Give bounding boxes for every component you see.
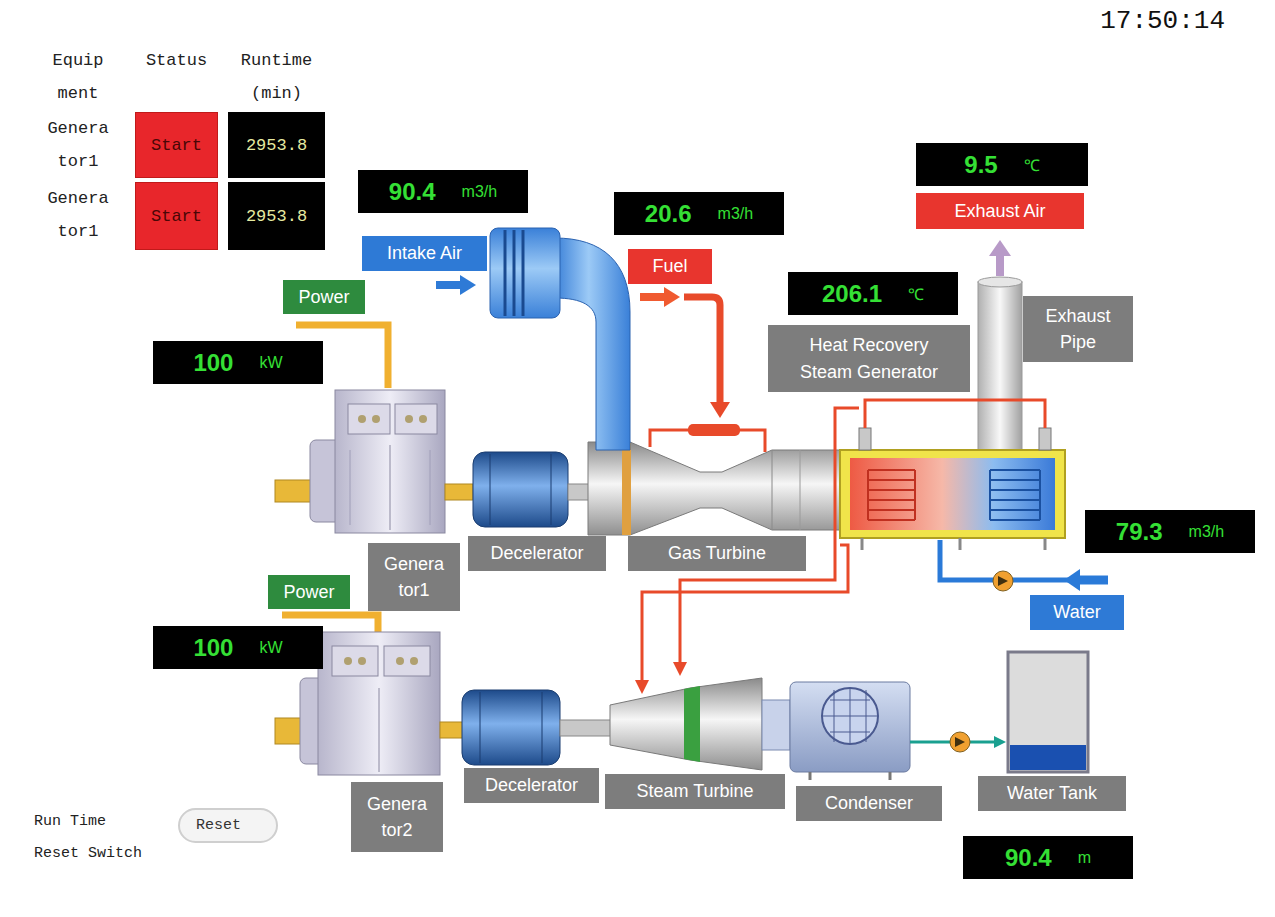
water-pipe bbox=[940, 540, 1108, 591]
tag-label: Fuel bbox=[628, 249, 712, 284]
reading-unit: m bbox=[1078, 849, 1091, 867]
label-text: Water bbox=[1053, 602, 1100, 623]
equipment-label: Condenser bbox=[796, 786, 942, 821]
label-text: Reset bbox=[196, 817, 241, 834]
label-text: Start bbox=[151, 207, 202, 226]
value-display: 90.4 m bbox=[963, 836, 1133, 879]
value-display: 100 kW bbox=[153, 626, 323, 669]
label-text: Genera tor2 bbox=[361, 791, 433, 843]
label-text: Start bbox=[151, 136, 202, 155]
equipment-label: Gas Turbine bbox=[628, 536, 806, 571]
label-text: Steam Turbine bbox=[636, 778, 753, 804]
equipment-label: Steam Turbine bbox=[605, 774, 785, 809]
generator-symbol bbox=[275, 390, 473, 533]
equipment-label: Genera tor2 bbox=[351, 782, 443, 852]
tag-label: Power bbox=[283, 280, 365, 314]
status-button: Start bbox=[135, 112, 218, 178]
value-display: 100 kW bbox=[153, 341, 323, 384]
label-text: Intake Air bbox=[387, 243, 462, 264]
label-text: Fuel bbox=[652, 256, 687, 277]
label-text: 2953.8 bbox=[246, 207, 307, 226]
reading-value: 9.5 bbox=[964, 151, 997, 179]
runtime-display: 2953.8 bbox=[228, 182, 325, 250]
label-text: Genera tor1 bbox=[378, 551, 450, 603]
condensate-pipe bbox=[910, 732, 1006, 752]
decelerator-symbol bbox=[462, 690, 612, 765]
arrow-head bbox=[635, 680, 649, 694]
table-row-label: Genera tor1 bbox=[42, 182, 114, 248]
equipment-label: Water Tank bbox=[978, 776, 1126, 811]
reading-unit: ℃ bbox=[908, 283, 924, 305]
status-button: Start bbox=[135, 182, 218, 250]
label-text: Heat Recovery Steam Generator bbox=[794, 332, 944, 384]
table-header: Status bbox=[135, 44, 218, 77]
table-header: Runtime (min) bbox=[228, 44, 325, 110]
reading-value: 206.1 bbox=[822, 280, 882, 308]
clock-time: 17:50:14 bbox=[1085, 6, 1225, 36]
label-text: Gas Turbine bbox=[668, 540, 766, 566]
reading-value: 20.6 bbox=[645, 200, 692, 228]
tag-label: Intake Air bbox=[362, 236, 487, 271]
reading-unit: m3/h bbox=[462, 183, 498, 201]
runtime-display: 2953.8 bbox=[228, 112, 325, 178]
label-text: Power bbox=[298, 287, 349, 308]
label-text: 2953.8 bbox=[246, 136, 307, 155]
reading-unit: kW bbox=[259, 639, 282, 657]
value-display: 206.1 ℃ bbox=[788, 272, 958, 315]
reading-unit: m3/h bbox=[718, 205, 754, 223]
label-text: Exhaust Pipe bbox=[1038, 303, 1118, 355]
reading-value: 100 bbox=[193, 349, 233, 377]
reading-unit: m3/h bbox=[1189, 523, 1225, 541]
decelerator-symbol bbox=[473, 452, 590, 527]
equipment-label: Heat Recovery Steam Generator bbox=[768, 325, 970, 392]
tag-label: Water bbox=[1030, 595, 1124, 630]
equipment-label: Genera tor1 bbox=[368, 543, 460, 611]
table-header: Equip ment bbox=[42, 44, 114, 110]
label-text: Water Tank bbox=[1007, 780, 1097, 806]
equipment-label: Decelerator bbox=[464, 768, 599, 803]
reading-value: 100 bbox=[193, 634, 233, 662]
label-text: Decelerator bbox=[485, 772, 578, 798]
reading-value: 90.4 bbox=[389, 178, 436, 206]
value-display: 79.3 m3/h bbox=[1085, 510, 1255, 553]
label-text: Power bbox=[283, 582, 334, 603]
equipment-label: Exhaust Pipe bbox=[1023, 296, 1133, 362]
water-tank-symbol bbox=[1008, 652, 1088, 772]
switch-caption: Run Time Reset Switch bbox=[34, 806, 146, 870]
label-text: Condenser bbox=[825, 790, 913, 816]
label-text: Decelerator bbox=[490, 540, 583, 566]
table-row-label: Genera tor1 bbox=[42, 112, 114, 178]
condenser-symbol bbox=[790, 682, 910, 780]
reading-value: 79.3 bbox=[1116, 518, 1163, 546]
toggle-switch: Reset bbox=[178, 808, 278, 843]
tag-label: Power bbox=[268, 575, 350, 609]
reading-unit: kW bbox=[259, 354, 282, 372]
value-display: 9.5 ℃ bbox=[916, 143, 1088, 186]
value-display: 20.6 m3/h bbox=[614, 192, 784, 235]
fuel-pipe bbox=[640, 287, 730, 418]
reading-unit: ℃ bbox=[1024, 154, 1040, 176]
tag-label: Exhaust Air bbox=[916, 193, 1084, 229]
reading-value: 90.4 bbox=[1005, 844, 1052, 872]
arrow-head bbox=[673, 662, 687, 676]
steam-turbine-symbol bbox=[610, 678, 790, 770]
equipment-label: Decelerator bbox=[468, 536, 606, 571]
value-display: 90.4 m3/h bbox=[358, 170, 528, 213]
label-text: Exhaust Air bbox=[954, 201, 1045, 222]
